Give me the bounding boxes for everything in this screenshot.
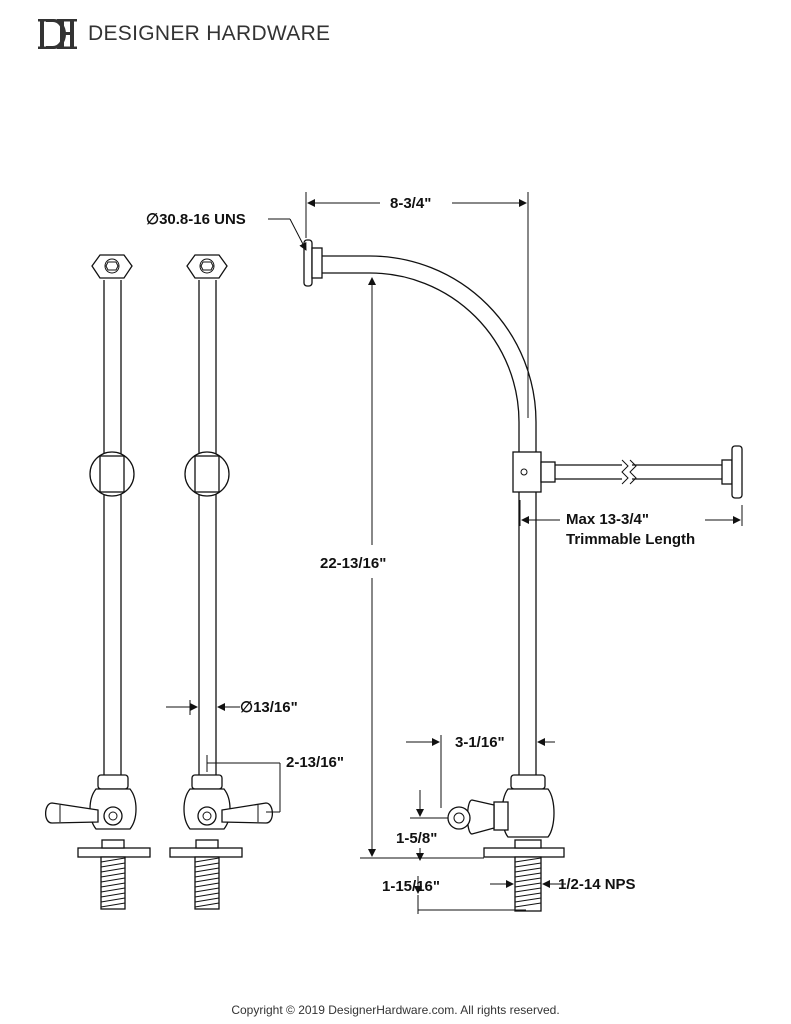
label-valve-height: 1-5/8"	[396, 830, 437, 847]
label-trimmable: Trimmable Length	[566, 531, 695, 548]
label-valve-offset: 2-13/16"	[286, 754, 344, 771]
dim-thread-spec: ∅30.8-16 UNS	[146, 211, 307, 251]
label-base-offset: 1-15/16"	[382, 878, 440, 895]
brand-logo-icon	[38, 19, 77, 49]
technical-drawing: ∅13/16" 2-13/16"	[44, 192, 743, 914]
dim-valve-projection: 3-1/16"	[406, 734, 555, 808]
brand-name: DESIGNER HARDWARE	[88, 22, 331, 45]
label-height: 22-13/16"	[320, 555, 386, 572]
dim-valve-height: 1-5/8"	[396, 790, 448, 861]
dim-nps-thread: 1/2-14 NPS	[490, 876, 636, 893]
dim-height: 22-13/16"	[320, 277, 484, 859]
label-valve-projection: 3-1/16"	[455, 734, 505, 751]
supply-line-center	[169, 254, 274, 910]
dim-valve-offset: 2-13/16"	[206, 754, 344, 813]
supply-line-left	[44, 254, 151, 910]
label-nps-thread: 1/2-14 NPS	[558, 876, 636, 893]
dim-base-offset: 1-15/16"	[382, 876, 526, 914]
label-tube-diameter: ∅13/16"	[240, 699, 298, 716]
dim-max-length: Max 13-3/4" Trimmable Length	[519, 500, 743, 548]
label-max-length: Max 13-3/4"	[566, 511, 649, 528]
dim-top-width: 8-3/4"	[305, 192, 529, 418]
dim-tube-diameter: ∅13/16"	[166, 699, 298, 716]
label-thread-spec: ∅30.8-16 UNS	[146, 211, 246, 228]
supply-line-right	[303, 239, 743, 912]
copyright-footer: Copyright © 2019 DesignerHardware.com. A…	[231, 1003, 560, 1017]
brand-header: DESIGNER HARDWARE	[38, 14, 330, 54]
label-top-width: 8-3/4"	[390, 195, 431, 212]
